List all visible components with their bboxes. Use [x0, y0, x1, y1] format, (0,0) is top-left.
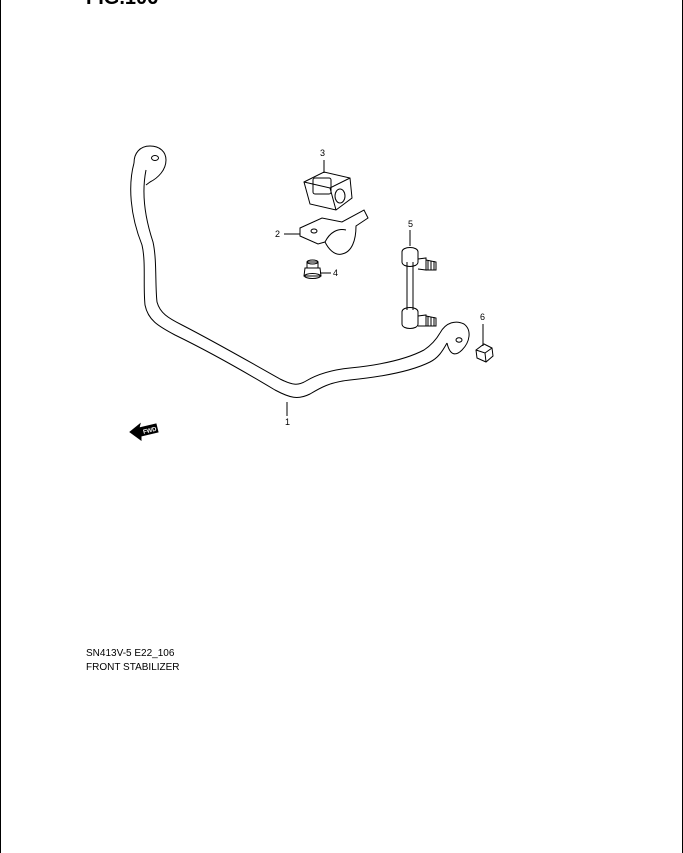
- bolt: [303, 259, 322, 279]
- callout-1: 1: [285, 417, 290, 427]
- stabilizer-link: [401, 247, 437, 329]
- callout-3: 3: [320, 148, 325, 158]
- nut: [475, 343, 494, 363]
- callout-2: 2: [275, 229, 280, 239]
- callout-6: 6: [480, 312, 485, 322]
- callout-4: 4: [333, 268, 338, 278]
- fwd-label: FWD: [143, 427, 158, 436]
- figure-title: FIG.106: [86, 0, 158, 8]
- figure-code: SN413V-5 E22_106: [86, 648, 175, 659]
- front-direction-arrow-icon: FWD: [129, 422, 159, 441]
- bushing: [303, 171, 353, 211]
- figure-name: FRONT STABILIZER: [86, 662, 180, 673]
- callout-5: 5: [408, 219, 413, 229]
- bracket: [299, 209, 369, 255]
- stabilizer-bar: [130, 145, 470, 398]
